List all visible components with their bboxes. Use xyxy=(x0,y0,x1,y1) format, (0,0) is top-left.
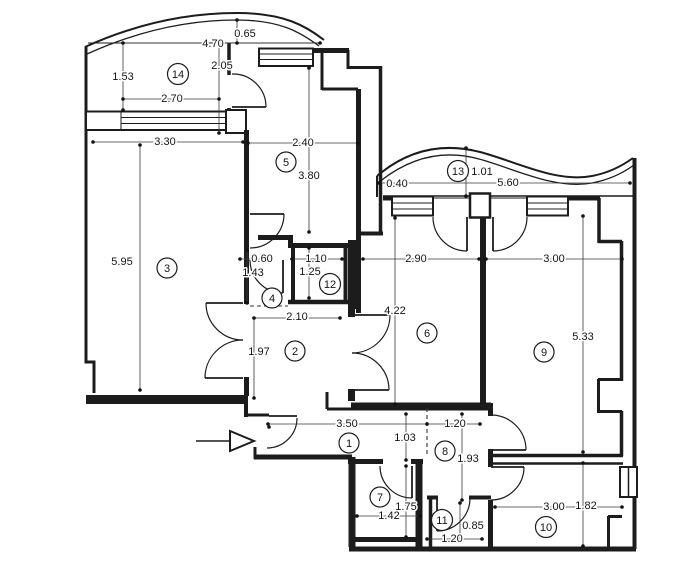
dim-label: 5.33 xyxy=(572,331,593,343)
dim-label: 3.50 xyxy=(336,418,357,430)
svg-text:7: 7 xyxy=(377,492,383,504)
balcony-door-pillar xyxy=(468,192,492,219)
dim-label: 3.00 xyxy=(543,501,564,513)
dim-label: 2.05 xyxy=(211,60,232,72)
door-room7 xyxy=(379,465,413,499)
window-room6-balcony xyxy=(391,195,434,217)
window-room5 xyxy=(258,47,314,67)
svg-text:14: 14 xyxy=(172,69,184,81)
door-room5 xyxy=(249,213,285,249)
svg-text:4: 4 xyxy=(269,293,275,305)
svg-text:5: 5 xyxy=(283,157,289,169)
svg-text:13: 13 xyxy=(452,166,464,178)
walls-layer xyxy=(84,11,637,552)
dimension-lines xyxy=(93,20,630,546)
door-entrance xyxy=(266,415,298,449)
door-balcony-room9 xyxy=(492,216,528,252)
room-label-3: 3 xyxy=(156,257,178,279)
room-label-7: 7 xyxy=(369,486,391,508)
room-label-4: 4 xyxy=(261,287,283,309)
dim-label: 2.40 xyxy=(292,137,313,149)
dimension-labels: 0.65 4.70 2.05 1.53 2.70 3.30 5.95 2.40 … xyxy=(110,27,598,547)
dim-label: 1.75 xyxy=(395,501,416,513)
room-labels: 1 2 3 4 5 6 7 8 9 10 11 12 13 14 xyxy=(156,62,558,539)
dim-label: 0.65 xyxy=(234,28,255,40)
svg-text:12: 12 xyxy=(324,279,336,291)
svg-text:3: 3 xyxy=(164,263,170,275)
dim-label: 0.40 xyxy=(386,178,407,190)
room-label-13: 13 xyxy=(446,159,470,183)
dim-label: 1.43 xyxy=(242,267,263,279)
wall-niche xyxy=(619,466,638,498)
windows-layer xyxy=(85,47,638,498)
dim-label: 1.01 xyxy=(471,166,492,178)
window-room9-balcony xyxy=(526,195,569,217)
dimension-dots xyxy=(91,18,632,548)
dim-label: 2.10 xyxy=(286,311,307,323)
dim-label: 4.70 xyxy=(202,38,223,50)
room-label-5: 5 xyxy=(275,151,297,173)
room-label-12: 12 xyxy=(318,272,342,296)
svg-text:10: 10 xyxy=(540,522,552,534)
room-label-8: 8 xyxy=(434,440,456,462)
dim-label: 1.53 xyxy=(112,71,133,83)
door-room8-room10 xyxy=(490,466,525,501)
dim-label: 1.82 xyxy=(575,500,596,512)
room-label-10: 10 xyxy=(534,515,558,539)
svg-text:1: 1 xyxy=(346,438,352,450)
door-balcony14 xyxy=(231,73,267,108)
dim-label: 1.25 xyxy=(299,266,320,278)
door-room8-room9 xyxy=(490,414,527,451)
dim-label: 2.70 xyxy=(161,93,182,105)
dim-label: 3.80 xyxy=(298,170,319,182)
dim-label: 1.20 xyxy=(441,533,462,545)
room-label-11: 11 xyxy=(430,508,454,532)
svg-text:8: 8 xyxy=(442,446,448,458)
dim-label: 3.30 xyxy=(154,136,175,148)
dim-label: 1.93 xyxy=(457,453,478,465)
room-label-9: 9 xyxy=(533,341,555,363)
room-label-1: 1 xyxy=(338,432,360,454)
room-label-14: 14 xyxy=(166,62,190,86)
dim-label: 0.85 xyxy=(462,520,483,532)
double-door-room3 xyxy=(204,302,244,379)
svg-text:6: 6 xyxy=(424,328,430,340)
dim-label: 4.22 xyxy=(384,305,405,317)
svg-text:2: 2 xyxy=(292,346,298,358)
window-room3 xyxy=(85,110,227,131)
dim-label: 1.97 xyxy=(248,346,269,358)
svg-text:9: 9 xyxy=(541,347,547,359)
svg-text:11: 11 xyxy=(436,515,447,527)
room-label-2: 2 xyxy=(284,340,306,362)
dim-label: 3.00 xyxy=(543,253,564,265)
room-label-6: 6 xyxy=(416,322,438,344)
entrance-arrow-icon xyxy=(196,429,257,453)
dashed-openings xyxy=(250,305,428,456)
dim-label: 5.60 xyxy=(497,177,518,189)
dim-label: 1.42 xyxy=(378,510,399,522)
dim-label: 1.03 xyxy=(394,432,415,444)
dim-label: 5.95 xyxy=(111,256,132,268)
dim-label: 0.60 xyxy=(251,253,272,265)
dim-label: 2.90 xyxy=(405,253,426,265)
dim-label: 1.10 xyxy=(305,253,326,265)
dim-label: 1.20 xyxy=(444,418,465,430)
door-balcony-room6 xyxy=(432,216,468,252)
double-door-room6 xyxy=(351,314,391,391)
